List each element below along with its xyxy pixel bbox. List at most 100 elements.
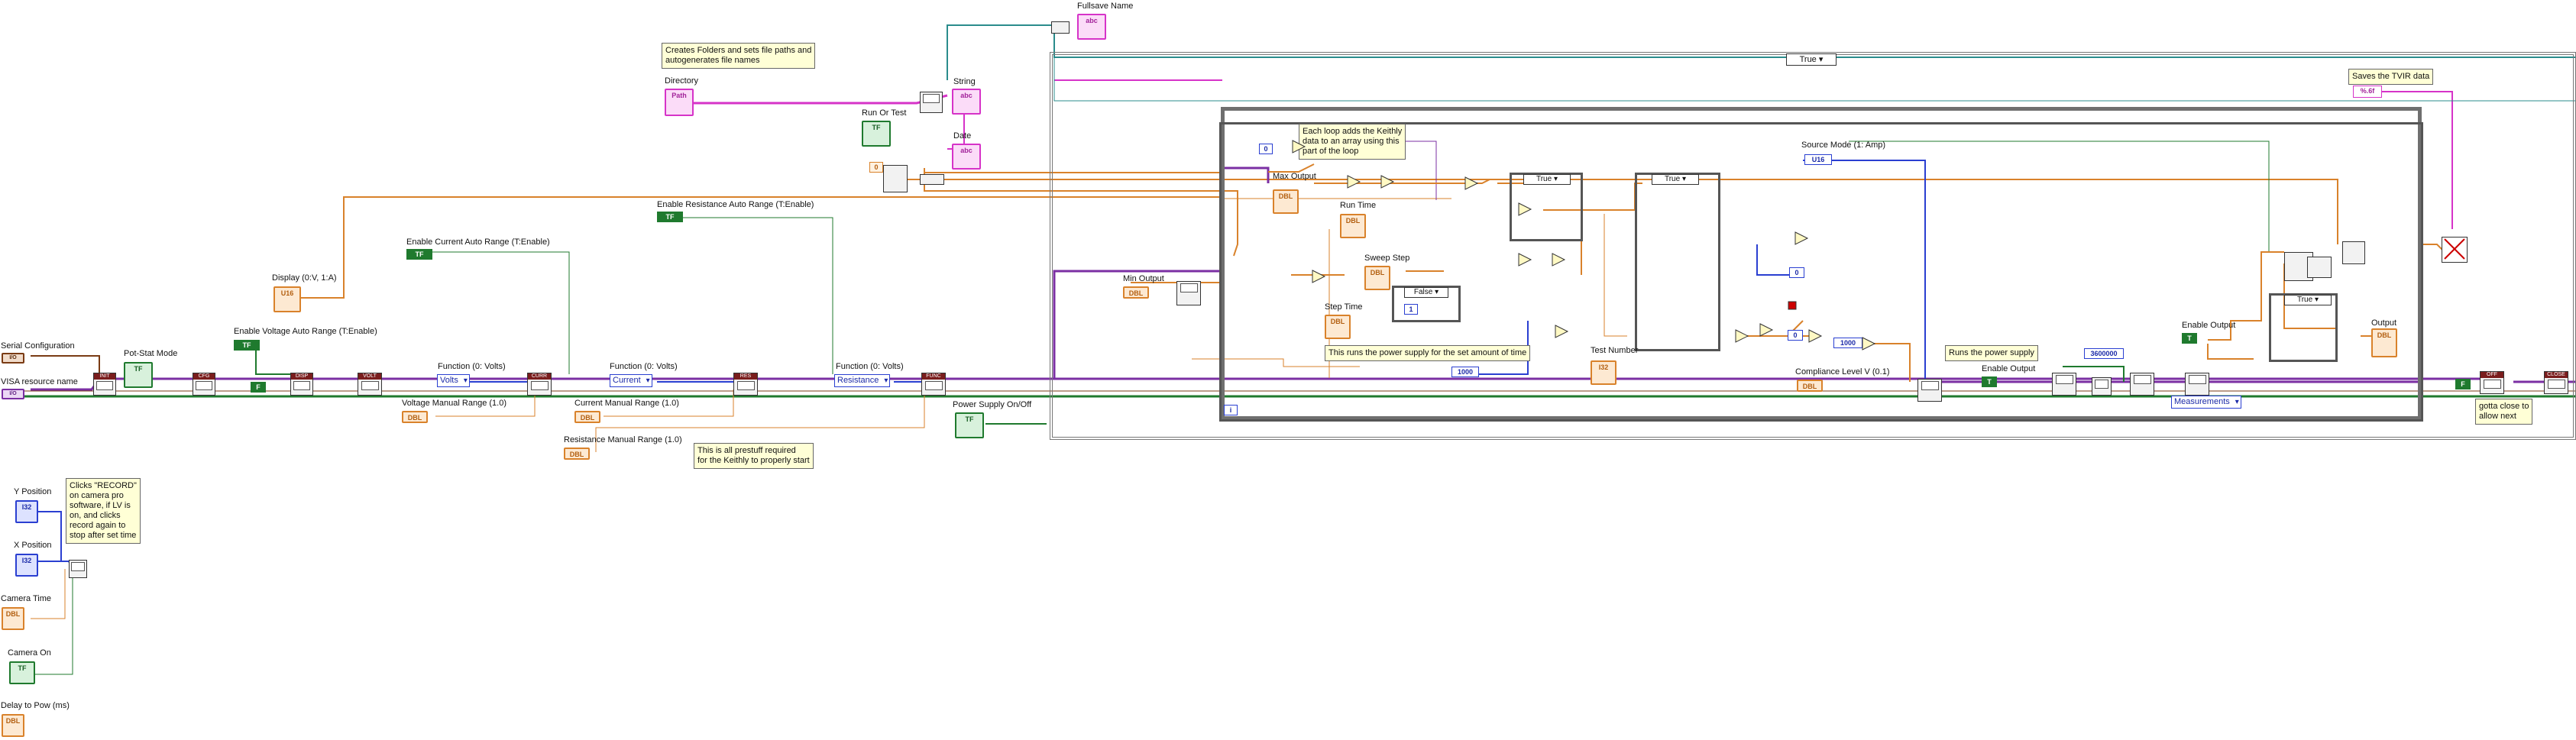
build-path-subvi[interactable] [920, 92, 943, 113]
compliance-level-terminal[interactable]: DBL [1797, 380, 1823, 392]
close-subvi[interactable]: CLOSE [2544, 371, 2568, 394]
resistance-manual-range-terminal[interactable]: DBL [564, 448, 590, 460]
false-case-structure[interactable] [1392, 286, 1461, 322]
current-range-subvi[interactable]: CURR [527, 373, 552, 396]
enable-resistance-auto-range-label: Enable Resistance Auto Range (T:Enable) [657, 200, 814, 209]
zero-constant[interactable]: 0 [869, 162, 883, 173]
fullsave-name-terminal[interactable]: abc [1077, 14, 1106, 40]
enable-output-terminal-2[interactable]: T [2182, 333, 2197, 344]
array-constant[interactable] [920, 174, 944, 185]
wait-subvi[interactable] [2092, 377, 2112, 396]
true-case-structure-1[interactable] [1510, 173, 1583, 241]
zero-constant-3[interactable]: 0 [1789, 267, 1804, 278]
stop-constant[interactable]: F [2455, 379, 2471, 389]
output-terminal[interactable]: DBL [2371, 328, 2397, 357]
camera-on-label: Camera On [8, 648, 51, 658]
max-output-terminal[interactable]: DBL [1273, 189, 1299, 214]
divide-node-icon [1347, 175, 1361, 189]
read-subvi[interactable] [2130, 373, 2154, 396]
quotient-node-icon [1808, 329, 1823, 343]
source-config-subvi[interactable] [1917, 379, 1942, 402]
current-manual-range-label: Current Manual Range (1.0) [574, 399, 679, 408]
clicks-record-note: Clicks "RECORD" on camera pro software, … [66, 478, 141, 544]
measurements-ring[interactable]: Measurements [2171, 396, 2241, 409]
enable-voltage-auto-range-terminal[interactable]: TF [234, 340, 260, 351]
power-supply-on-off-label: Power Supply On/Off [953, 400, 1032, 409]
subtract-node-icon [1518, 253, 1532, 267]
voltage-range-subvi[interactable]: VOLT [358, 373, 382, 396]
enable-output-terminal-1[interactable]: T [1982, 376, 1997, 387]
format-string-constant[interactable]: %.6f [2353, 86, 2382, 98]
source-mode-terminal[interactable]: U16 [1804, 154, 1832, 165]
false-case-selector[interactable]: False ▾ [1404, 287, 1448, 298]
camera-on-terminal[interactable]: TF [9, 661, 35, 684]
outer-case-selector[interactable]: True ▾ [1786, 53, 1837, 66]
resistance-manual-range-label: Resistance Manual Range (1.0) [564, 435, 682, 444]
x-position-terminal[interactable]: I32 [15, 554, 38, 577]
true-case-structure-3[interactable] [2269, 293, 2338, 362]
display-terminal[interactable]: U16 [273, 286, 301, 312]
run-time-label: Run Time [1340, 201, 1377, 210]
thousand-constant-a[interactable]: 1000 [1451, 367, 1479, 377]
add-node-icon [1380, 175, 1395, 189]
enable-resistance-auto-range-terminal[interactable]: TF [657, 212, 683, 222]
camera-time-terminal[interactable]: DBL [2, 607, 24, 630]
serial-configuration-terminal[interactable]: I/O [2, 353, 24, 364]
config-subvi-1[interactable]: CFG [193, 373, 215, 396]
inner-loop-structure[interactable] [1219, 122, 2423, 422]
visa-init-subvi[interactable]: INIT [93, 373, 116, 396]
while-loop-structure[interactable] [1221, 107, 2422, 420]
error-constant[interactable]: F [251, 382, 266, 393]
write-to-file-subvi[interactable] [2442, 237, 2468, 263]
display-subvi[interactable]: DISP [290, 373, 313, 396]
true-case-structure-2[interactable] [1635, 173, 1720, 351]
true-case-selector-1[interactable]: True ▾ [1523, 174, 1571, 185]
sweep-step-terminal[interactable]: DBL [1364, 266, 1390, 290]
directory-terminal[interactable]: Path [665, 89, 694, 116]
date-label: Date [953, 131, 972, 141]
zero-constant-2[interactable]: 0 [1788, 330, 1803, 341]
enable-output-label-1: Enable Output [1982, 364, 2036, 373]
pot-stat-mode-terminal[interactable]: TF [124, 362, 153, 388]
step-time-terminal[interactable]: DBL [1325, 315, 1351, 339]
function-ring-volts[interactable]: Volts [437, 374, 470, 387]
true-case-selector-3[interactable]: True ▾ [2284, 295, 2332, 305]
camera-record-subvi[interactable] [69, 560, 87, 578]
date-terminal[interactable]: abc [952, 144, 981, 170]
gotta-close-note: gotta close to allow next [2475, 399, 2533, 425]
zero-index-constant[interactable]: 0 [1259, 144, 1273, 154]
run-time-terminal[interactable]: DBL [1340, 214, 1366, 238]
resistance-range-subvi[interactable]: RES [733, 373, 758, 396]
enable-current-auto-range-terminal[interactable]: TF [406, 249, 432, 260]
saves-tvir-note: Saves the TVIR data [2348, 69, 2434, 85]
output-on-subvi[interactable] [2052, 373, 2076, 396]
current-manual-range-terminal[interactable]: DBL [574, 411, 600, 423]
true-case-selector-2[interactable]: True ▾ [1652, 174, 1699, 185]
y-position-terminal[interactable]: I32 [15, 500, 38, 523]
array-to-spreadsheet-subvi[interactable] [2342, 241, 2365, 264]
string-terminal[interactable]: abc [952, 89, 981, 115]
concat-strings-node[interactable] [1051, 21, 1070, 34]
power-supply-on-off-terminal[interactable]: TF [955, 412, 984, 438]
setup-source-subvi[interactable] [1176, 281, 1201, 305]
resistance-function-subvi[interactable]: FUNC [921, 373, 946, 396]
output-off-subvi[interactable]: OFF [2480, 371, 2504, 394]
run-or-test-terminal[interactable]: TF [862, 121, 891, 147]
greater-node-icon [1759, 323, 1774, 337]
one-constant[interactable]: 1 [1404, 304, 1418, 315]
function-ring-resistance[interactable]: Resistance [834, 374, 891, 387]
function-volts-label-2: Function (0: Volts) [610, 362, 678, 371]
runs-power-supply-note: Runs the power supply [1945, 345, 2038, 361]
thousand-constant-b[interactable]: 1000 [1833, 338, 1862, 348]
test-number-terminal[interactable]: I32 [1591, 360, 1616, 385]
min-output-terminal[interactable]: DBL [1123, 286, 1149, 299]
function-ring-current[interactable]: Current [610, 374, 652, 387]
build-array-node-2[interactable] [2307, 257, 2332, 278]
fetch-subvi[interactable] [2185, 373, 2209, 396]
voltage-manual-range-terminal[interactable]: DBL [402, 411, 428, 423]
visa-resource-name-terminal[interactable]: I/O [2, 389, 24, 399]
delay-to-pow-terminal[interactable]: DBL [2, 714, 24, 737]
big-number-constant[interactable]: 3600000 [2084, 348, 2124, 359]
delay-to-pow-label: Delay to Pow (ms) [1, 701, 70, 710]
build-array-node[interactable] [883, 165, 908, 192]
